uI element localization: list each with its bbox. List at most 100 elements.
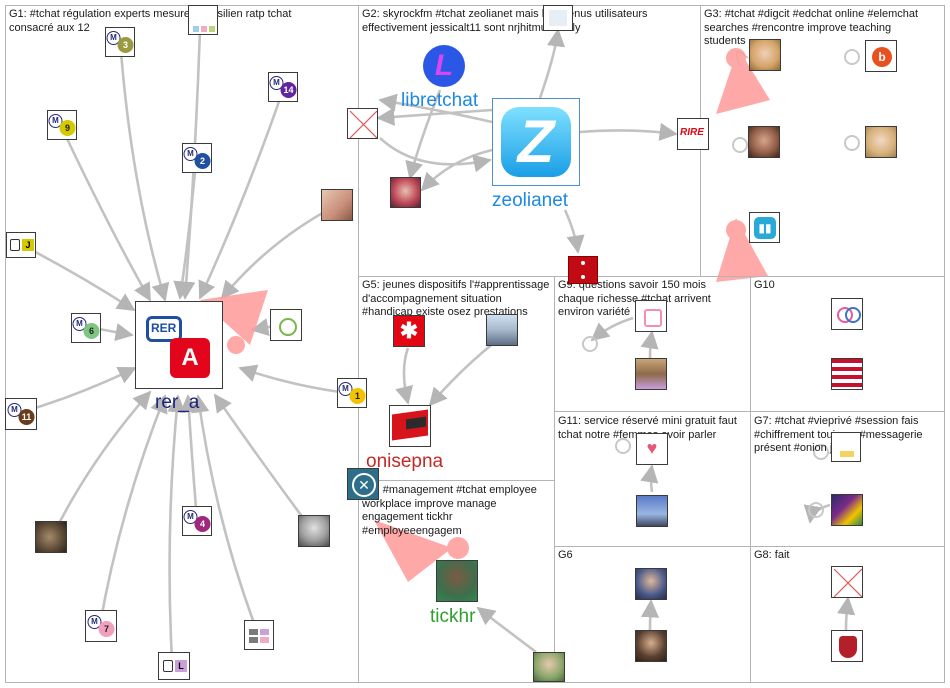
edge xyxy=(395,347,413,405)
group-box-g6 xyxy=(554,546,751,683)
edge xyxy=(640,330,659,359)
g8-shield-node[interactable] xyxy=(831,630,863,662)
man-suit-photo xyxy=(636,569,666,599)
edge xyxy=(167,394,186,661)
g6-top-photo-node[interactable] xyxy=(635,568,667,600)
group-label-g8: G8: fait xyxy=(754,549,790,561)
sky-photo-node[interactable] xyxy=(636,495,668,527)
rings-logo-node[interactable] xyxy=(831,298,863,330)
rire-node[interactable]: RIRE xyxy=(677,118,709,150)
metro-3-node[interactable]: M 3 xyxy=(105,27,135,57)
group-label-g2: G2: skyrockfm #tchat zeolianet mais bien… xyxy=(362,8,648,34)
profile-photo-node[interactable] xyxy=(321,189,353,221)
g8-broken-image-node[interactable] xyxy=(831,566,863,598)
group-label-g5: G5: jeunes dispositifs l'#apprentissage … xyxy=(362,279,550,318)
broken-image-node[interactable] xyxy=(347,108,378,139)
line-logos-node-bottom[interactable] xyxy=(244,620,274,650)
group-label-g3: G3: #tchat #digcit #edchat online #elemc… xyxy=(704,8,919,47)
skyrock-node[interactable] xyxy=(543,5,573,31)
heart-node[interactable]: ♥ xyxy=(636,433,668,465)
edge xyxy=(837,596,856,631)
man-photo-node[interactable] xyxy=(533,652,565,682)
metro-9-node[interactable]: M 9 xyxy=(47,110,77,140)
sky-photo xyxy=(637,496,667,526)
rer-j-node[interactable]: J xyxy=(6,232,36,258)
g7-colorful-node[interactable] xyxy=(831,494,863,526)
metro-11-node[interactable]: M 11 xyxy=(5,398,37,430)
line-logos-node-top[interactable] xyxy=(188,5,218,35)
g7-small-node[interactable] xyxy=(831,432,861,462)
zeolianet-logo-icon: Z xyxy=(501,107,571,177)
badoo-node[interactable]: b xyxy=(865,40,897,72)
edge xyxy=(379,137,492,173)
colorful-logo xyxy=(832,495,862,525)
self-loop xyxy=(374,520,452,582)
edge xyxy=(405,89,442,180)
man-photo xyxy=(534,653,564,681)
bearded-man-photo xyxy=(636,631,666,661)
asterisk-icon: ✱ xyxy=(399,318,419,343)
rer-a-node[interactable]: RER A xyxy=(135,301,223,389)
edge xyxy=(60,127,152,302)
metro-1-node[interactable]: M 1 xyxy=(337,378,367,408)
street-photo xyxy=(636,359,666,389)
libretchat-logo-icon[interactable]: L xyxy=(423,45,465,87)
edge xyxy=(640,464,659,493)
metro-6-node[interactable]: M 6 xyxy=(71,313,101,343)
g6-bottom-photo-node[interactable] xyxy=(635,630,667,662)
blonde-woman-photo-node[interactable] xyxy=(865,126,897,158)
bald-man-photo xyxy=(299,516,329,546)
metro-14-icon: M 14 xyxy=(269,76,297,98)
green-logo-node[interactable] xyxy=(270,309,302,341)
girl-photo xyxy=(391,178,420,207)
green-circle-icon xyxy=(279,318,297,336)
metro-14-node[interactable]: M 14 xyxy=(268,72,298,102)
metro-4-node[interactable]: M 4 xyxy=(182,506,212,536)
dice-icon xyxy=(581,261,585,265)
settings-logo-node[interactable]: ✕ xyxy=(347,468,379,500)
group-label-g10: G10 xyxy=(754,279,775,291)
route66-node[interactable] xyxy=(831,358,863,390)
blonde-photo-node[interactable] xyxy=(749,39,781,71)
metro-11-icon: M 11 xyxy=(7,403,35,425)
metro-7-node[interactable]: M 7 xyxy=(85,610,117,642)
edge xyxy=(590,316,634,342)
rer-logo-icon: RER xyxy=(146,316,182,342)
edge xyxy=(191,394,260,635)
cat-photo-node[interactable] xyxy=(35,521,67,553)
self-loop xyxy=(447,537,469,559)
book-app-icon: ▮▮ xyxy=(754,217,776,239)
blonde-photo xyxy=(750,40,780,70)
building-photo-node[interactable] xyxy=(486,314,518,346)
metro-2-node[interactable]: M 2 xyxy=(182,143,212,173)
edge xyxy=(579,122,678,141)
street-photo-node[interactable] xyxy=(635,358,667,390)
broken-image-icon xyxy=(833,568,862,597)
heart-logo-node-g9[interactable] xyxy=(635,300,667,332)
rer-l-node[interactable]: L xyxy=(158,652,190,680)
onisepna-node[interactable] xyxy=(389,405,431,447)
metro-3-icon: M 3 xyxy=(106,31,134,53)
edge xyxy=(50,390,152,538)
book-app-node[interactable]: ▮▮ xyxy=(749,212,780,243)
zeolianet-node[interactable]: Z xyxy=(492,98,580,186)
dice-node[interactable] xyxy=(568,256,598,284)
woman-photo-node[interactable] xyxy=(748,126,780,158)
bald-man-photo-node[interactable] xyxy=(298,515,330,547)
tickhr-node[interactable] xyxy=(436,560,478,602)
zeolianet-label: zeolianet xyxy=(492,190,569,211)
red-star-node[interactable]: ✱ xyxy=(393,315,425,347)
metro-1-icon: M 1 xyxy=(338,382,366,404)
shield-icon xyxy=(839,636,857,658)
circle-x-icon: ✕ xyxy=(352,473,376,497)
tickhr-photo xyxy=(437,561,477,601)
flag-photo xyxy=(832,359,862,389)
girl-photo-node[interactable] xyxy=(390,177,421,208)
onisepna-label: onisepna xyxy=(366,451,444,472)
self-loop xyxy=(726,48,746,68)
broken-image-icon xyxy=(349,110,377,138)
edge xyxy=(213,393,314,531)
rer-line-a-icon: A xyxy=(170,338,210,378)
woman-photo xyxy=(749,127,779,157)
edge xyxy=(538,28,566,99)
